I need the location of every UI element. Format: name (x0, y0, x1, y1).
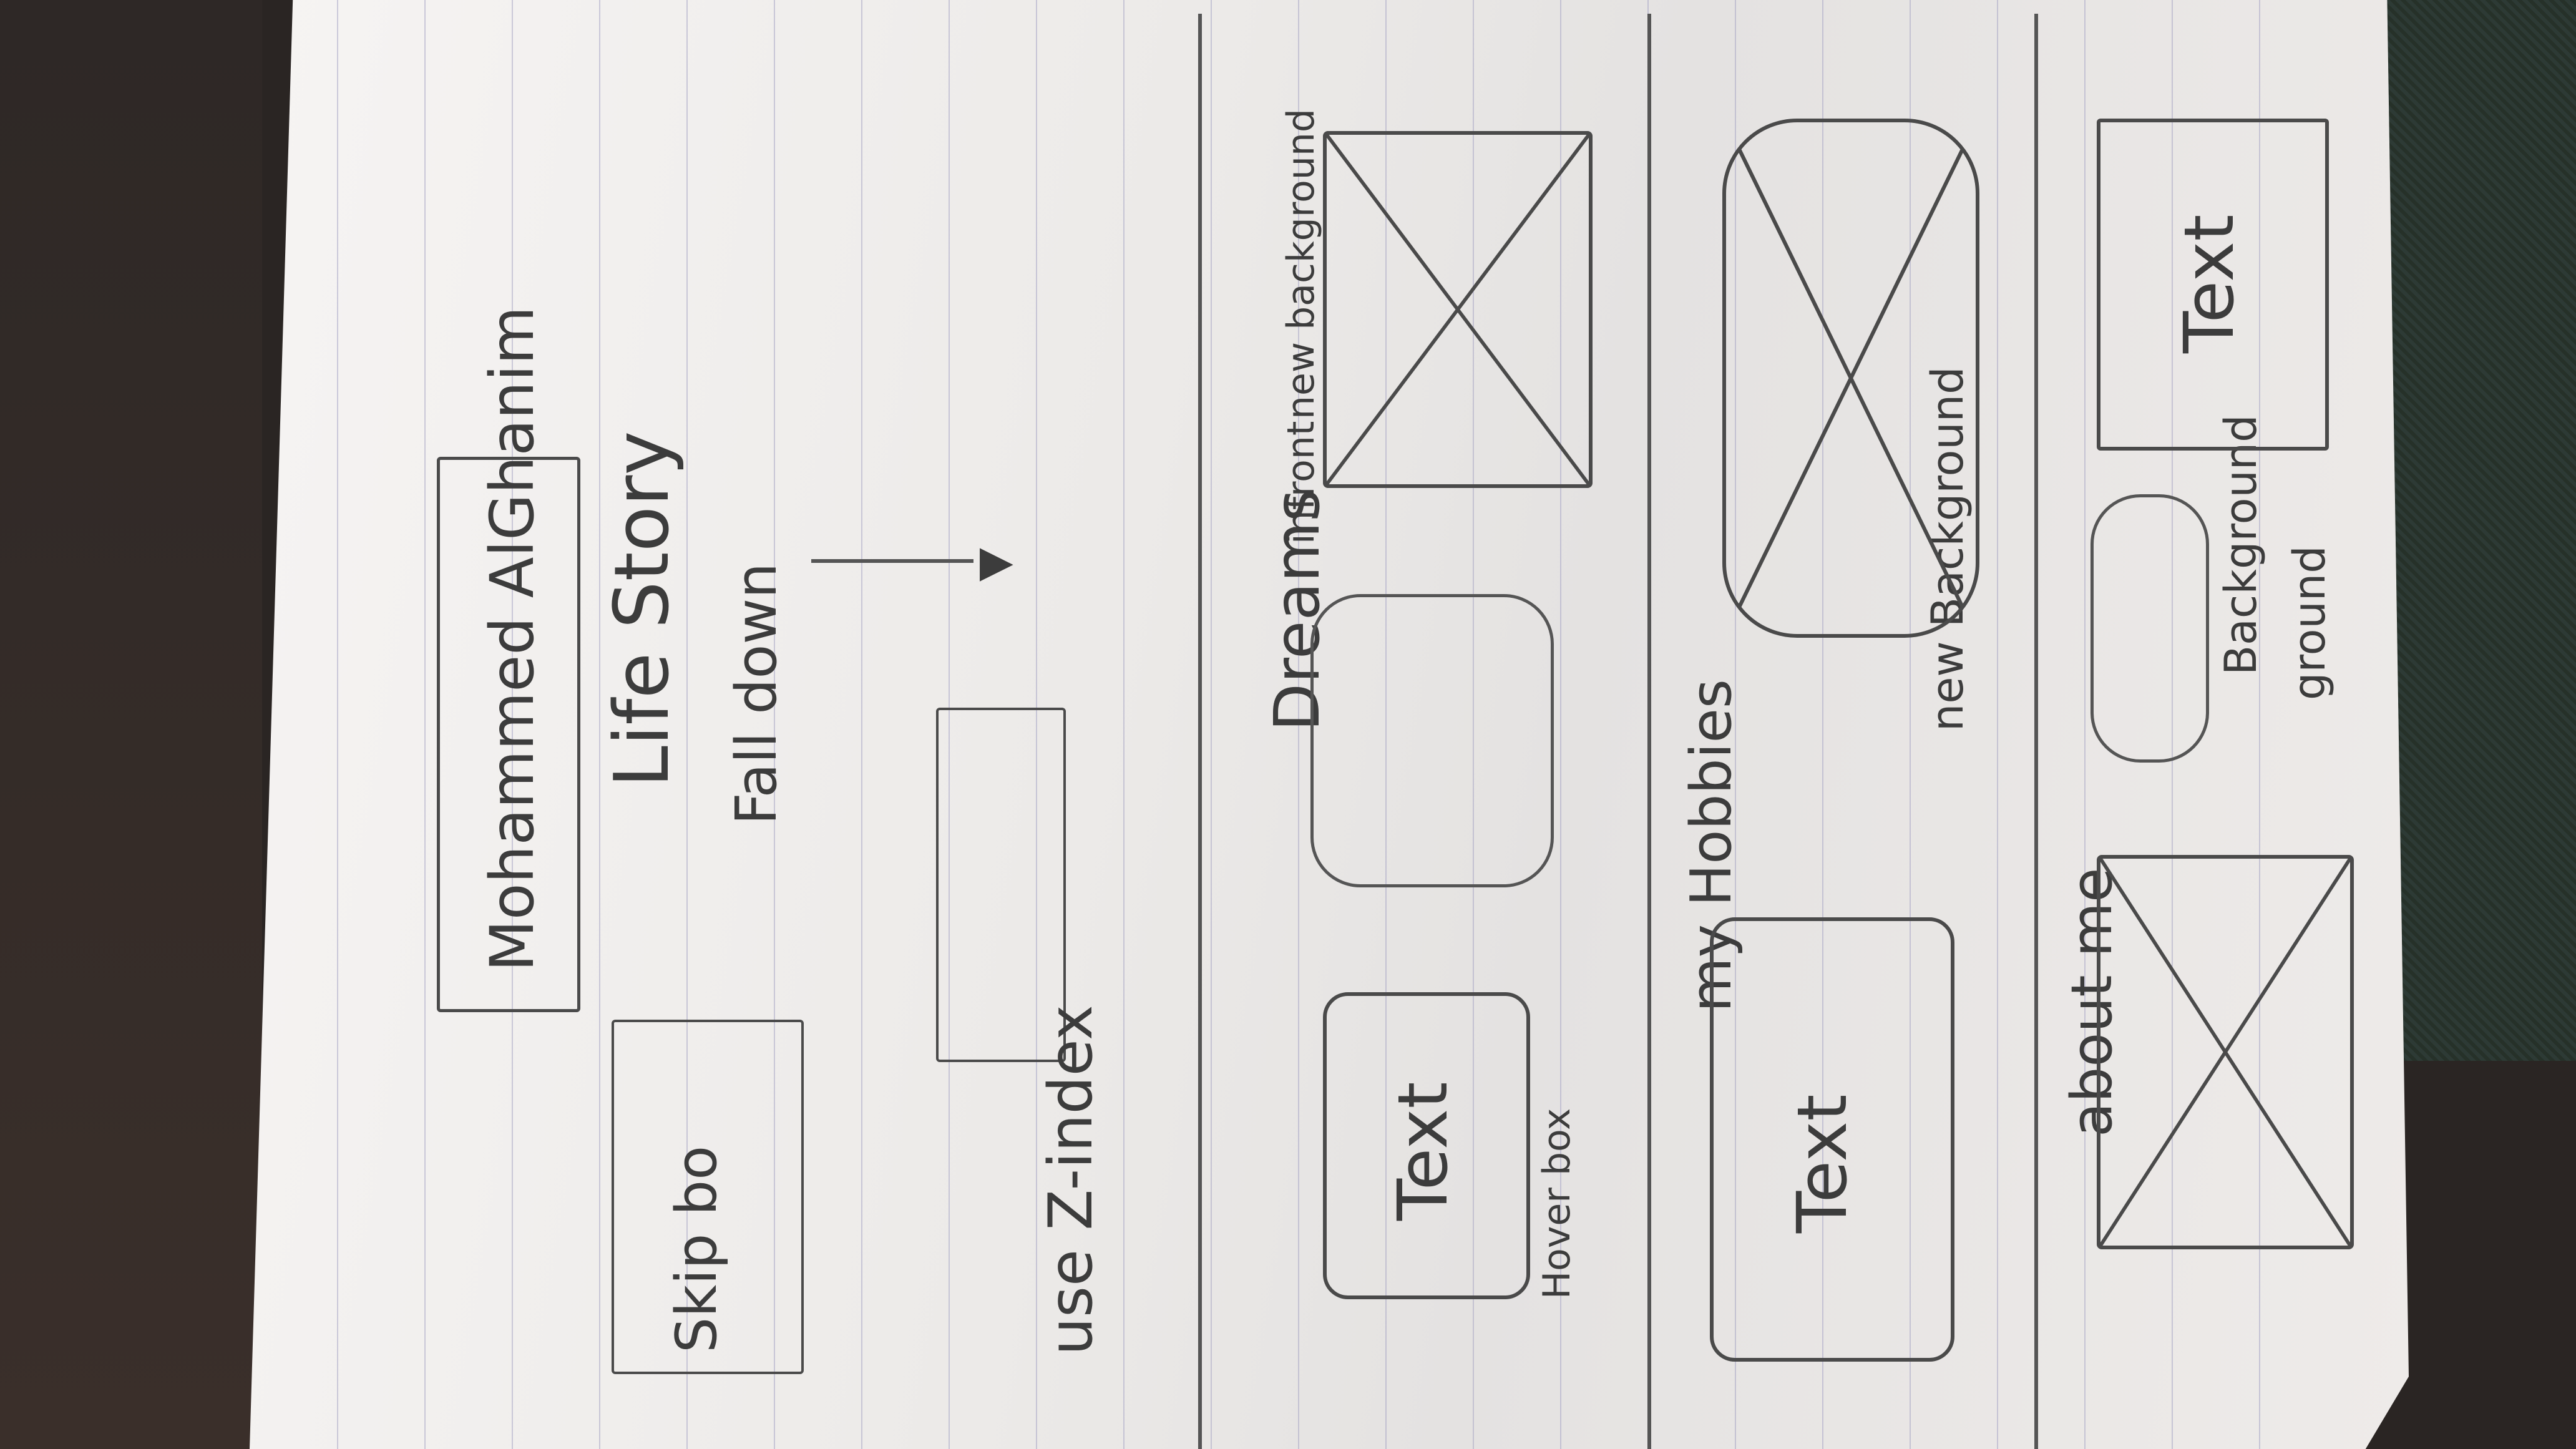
rule-line (861, 0, 862, 1449)
text-box-1: Text (1323, 992, 1530, 1299)
arrow-down-icon: ▼ (967, 548, 1018, 582)
ground-note: ground (2284, 545, 2335, 700)
wireframe-sketch: Mohammed AlGhanim Life Story Fall down ▼… (250, 0, 2409, 1449)
text-label-1: Text (1383, 1081, 1463, 1221)
text-label-3: Text (2169, 214, 2249, 353)
skip-label: Skip bo (664, 1145, 729, 1353)
rule-line (2084, 0, 2086, 1449)
skip-button-sketch: Skip bo (612, 1020, 804, 1374)
notebook-paper: Mohammed AlGhanim Life Story Fall down ▼… (250, 0, 2409, 1449)
image-placeholder-1 (1323, 131, 1593, 488)
section-divider (2034, 14, 2038, 1449)
arrow-line (811, 559, 973, 563)
image-placeholder-2 (1722, 119, 1979, 638)
section-divider (1198, 14, 1202, 1449)
infront-note: infront (1279, 421, 1323, 544)
text-label-2: Text (1782, 1094, 1862, 1233)
fall-down-text: Fall down (724, 562, 789, 825)
cloud-shape-1 (1310, 594, 1554, 887)
hover-note: Hover box (1535, 1108, 1579, 1299)
rule-line (1211, 0, 1212, 1449)
text-box-3: Text (2097, 119, 2329, 451)
title-text: Mohammed AlGhanim (477, 306, 547, 972)
background-note-3: Background (2215, 414, 2266, 675)
life-story-text: Life Story (599, 431, 686, 788)
z-index-note: use Z-index (1036, 1005, 1106, 1355)
new-background-note-1: new background (1279, 109, 1323, 419)
image-placeholder-3 (2097, 855, 2354, 1249)
rule-line (1997, 0, 1998, 1449)
desk-surface (0, 0, 262, 1449)
section-divider (1647, 14, 1651, 1449)
rule-line (424, 0, 426, 1449)
cloud-shape-2 (2091, 494, 2209, 763)
title-box: Mohammed AlGhanim (437, 306, 580, 1012)
text-box-2: Text (1710, 917, 1954, 1362)
rule-line (337, 0, 338, 1449)
rule-line (1123, 0, 1125, 1449)
